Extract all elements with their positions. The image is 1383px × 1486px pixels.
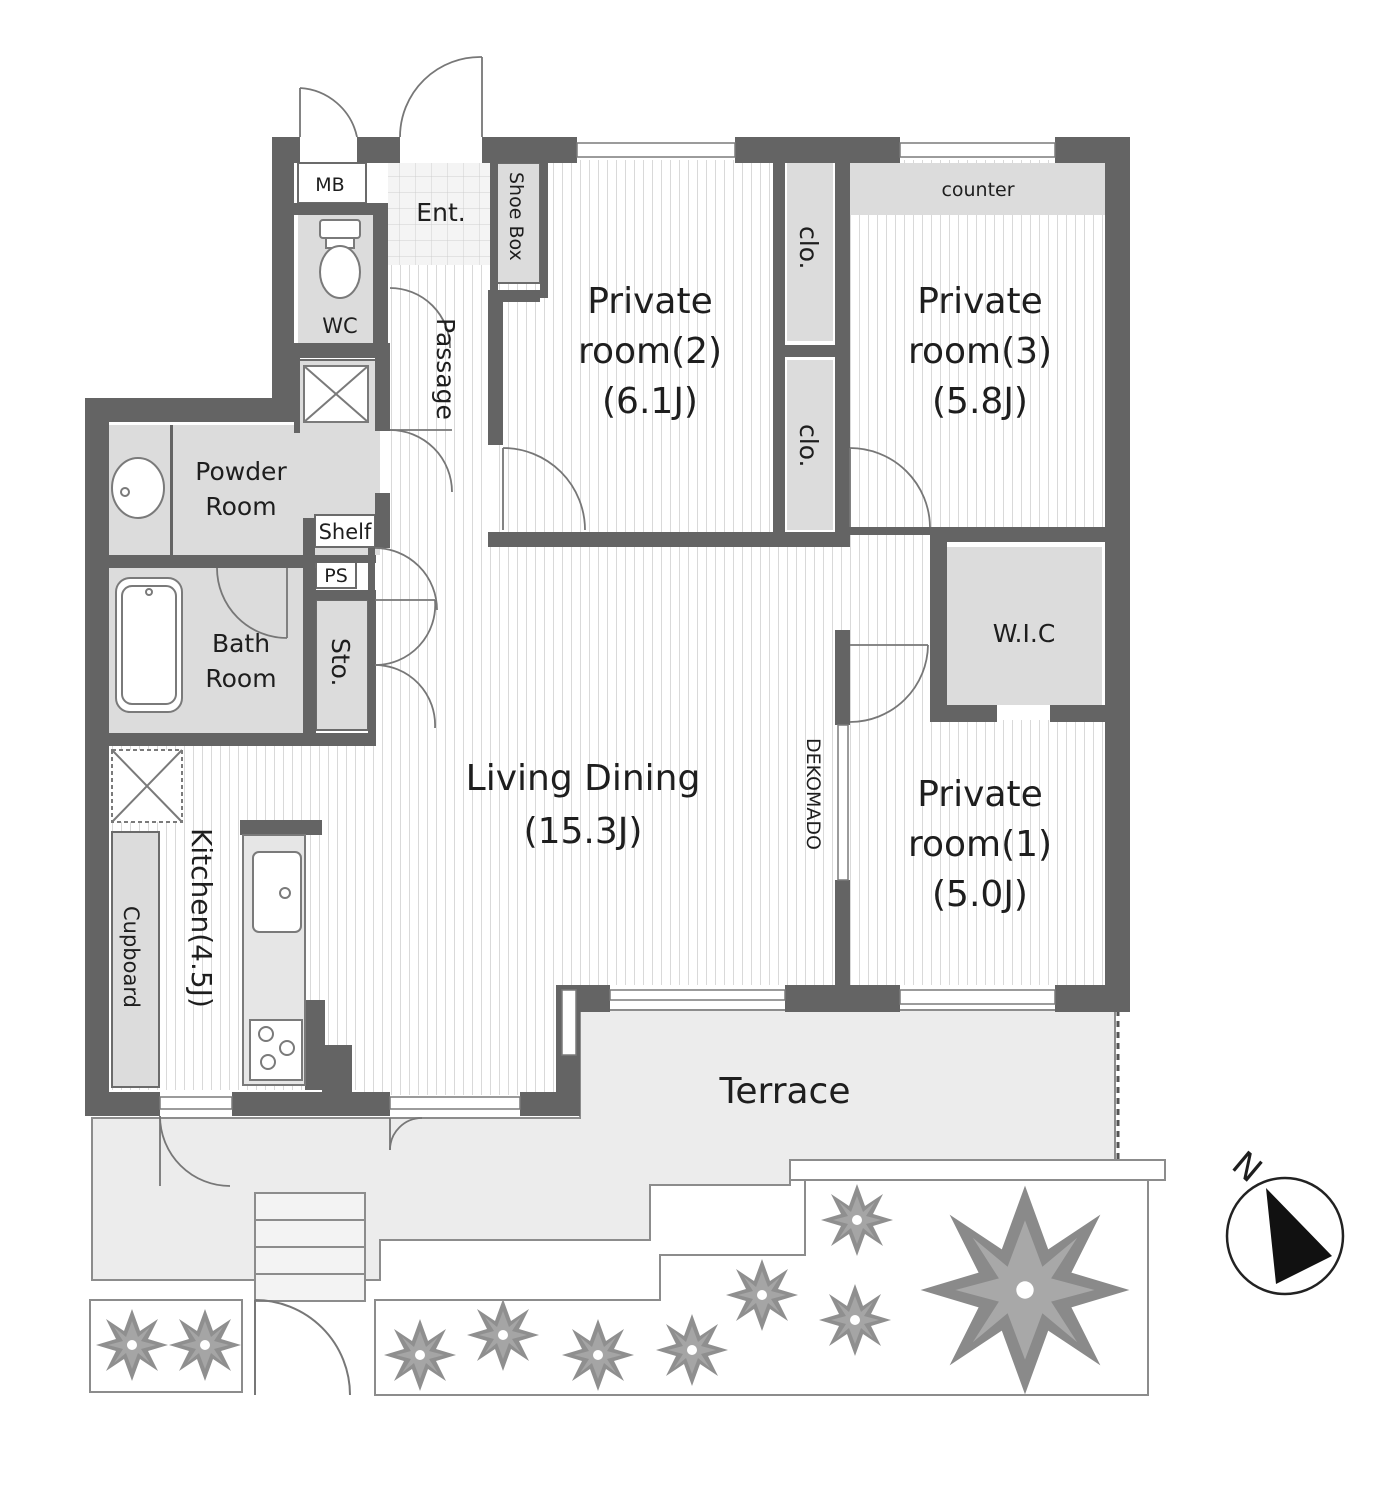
wash-basin-icon: [111, 457, 165, 519]
plant-icon: [467, 1299, 539, 1371]
private-room-3-size: (5.8J): [932, 381, 1028, 422]
terrace-label: Terrace: [719, 1071, 851, 1112]
plant-icon: [562, 1319, 634, 1391]
private-room-1-line2: room(1): [908, 824, 1052, 865]
private-room-1-size: (5.0J): [932, 874, 1028, 915]
compass: N: [1224, 1144, 1345, 1296]
private-room-3-line2: room(3): [908, 331, 1052, 372]
entrance-tiles: [388, 163, 494, 265]
interior-floors: [108, 160, 1105, 1095]
doors: [159, 56, 931, 1187]
powder-room-line2: Room: [205, 492, 276, 521]
plant-icon: [169, 1309, 241, 1381]
ps-label: PS: [324, 565, 348, 587]
living-dining-label: Living Dining: [466, 758, 701, 799]
north-arrow-icon: [1266, 1188, 1332, 1284]
private-room-1-line1: Private: [917, 774, 1043, 815]
closet-lower-label: clo.: [794, 424, 823, 468]
ventilation-icon: [303, 365, 369, 423]
passage-label: Passage: [431, 318, 460, 420]
living-dining-size: (15.3J): [524, 811, 643, 852]
private-room-2-line1: Private: [587, 281, 713, 322]
bathtub-icon: [115, 577, 183, 713]
kitchen-counter: [242, 834, 306, 1086]
pantry-hatch-icon: [111, 749, 183, 823]
mb-label: MB: [315, 174, 344, 196]
plant-icon: [656, 1314, 728, 1386]
bath-room-line1: Bath: [212, 629, 270, 658]
plant-icon: [726, 1259, 798, 1331]
counter-label: counter: [941, 179, 1014, 201]
plant-icon: [821, 1184, 893, 1256]
storage-label: Sto.: [326, 638, 355, 686]
powder-room-line1: Powder: [195, 457, 287, 486]
room-labels: MB Ent. Shoe Box WC Passage Private room…: [119, 172, 1055, 1112]
private-room-2-line2: room(2): [578, 331, 722, 372]
cupboard-label: Cupboard: [119, 906, 143, 1008]
closet-upper-label: clo.: [794, 226, 823, 270]
bath-room-line2: Room: [205, 664, 276, 693]
windows: [159, 142, 1056, 1110]
fixtures: [111, 219, 369, 1086]
kitchen-label: Kitchen(4.5J): [185, 828, 218, 1008]
plant-icon: [819, 1284, 891, 1356]
wc-label: WC: [322, 314, 357, 338]
toilet-icon: [319, 219, 361, 299]
entrance-label: Ent.: [416, 198, 465, 227]
shoe-box-label: Shoe Box: [505, 172, 527, 261]
large-tree-icon: [920, 1185, 1130, 1395]
private-room-2-size: (6.1J): [602, 381, 698, 422]
dekomado-label: DEKOMADO: [802, 738, 824, 850]
entrance-steps: [254, 1192, 366, 1302]
plant-icon: [384, 1319, 456, 1391]
walls: [85, 137, 1130, 1116]
shelf-label: Shelf: [319, 520, 372, 544]
wic-label: W.I.C: [993, 619, 1056, 648]
plant-icon: [96, 1309, 168, 1381]
private-room-3-line1: Private: [917, 281, 1043, 322]
garden-plants: [96, 1184, 1130, 1395]
